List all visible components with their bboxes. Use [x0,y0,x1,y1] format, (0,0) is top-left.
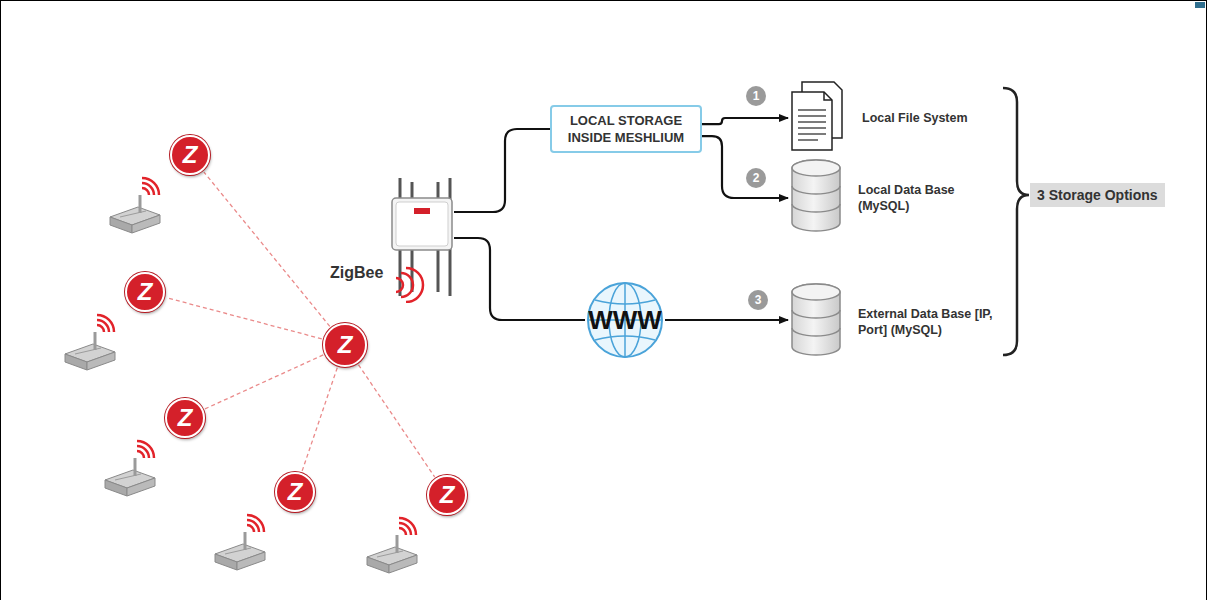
corner-mark [1195,2,1205,8]
sensor-device [65,315,115,370]
router-icon [330,178,454,303]
radio-link [358,365,434,477]
zigbee-node: Z [323,323,367,367]
summary-box: 3 Storage Options [1030,183,1165,207]
callout-number: 1 [746,86,766,106]
node-letter: Z [288,480,303,504]
radio-link [205,355,323,409]
data-connector [665,319,788,321]
sensor-device [367,518,417,573]
internet-globe: WWW [585,280,665,360]
zigbee-node: Z [170,135,210,175]
database-icon [790,282,842,362]
zigbee-node: Z [275,472,315,512]
storage-box: LOCAL STORAGE INSIDE MESHLIUM [550,105,702,153]
node-letter: Z [440,483,455,507]
data-connector [702,136,788,198]
data-connector [454,238,585,320]
file-store: Local File System [790,80,1002,156]
database-icon [790,158,842,238]
sensor-device [105,441,155,496]
database-store: External Data Base [IP, Port] (MySQL) [790,282,998,362]
database-store: Local Data Base (MySQL) [790,158,998,238]
zigbee-node: Z [125,272,165,312]
document-icon [790,80,846,156]
radio-link [204,172,330,326]
sensor-device [215,515,265,570]
zigbee-node: Z [427,475,467,515]
node-letter: Z [178,406,193,430]
store-label: Local File System [862,110,1002,126]
sensor-device [110,178,160,233]
bracket [1003,88,1029,355]
node-letter: Z [138,280,153,304]
summary-label: 3 Storage Options [1037,187,1158,203]
node-letter: Z [338,333,353,357]
globe-label: WWW [588,305,662,336]
store-label: External Data Base [IP, Port] (MySQL) [858,306,998,338]
radio-link [166,298,322,339]
radio-label: ZigBee [330,264,383,282]
radio-link [302,368,337,471]
box-label: LOCAL STORAGE INSIDE MESHLIUM [558,112,694,146]
zigbee-node: Z [165,398,205,438]
callout-number: 3 [748,290,768,310]
node-letter: Z [183,143,198,167]
data-connector [702,118,788,124]
data-connector [454,129,550,212]
callout-number: 2 [746,168,766,188]
meshlium-router: ZigBee [330,178,454,303]
store-label: Local Data Base (MySQL) [858,182,998,214]
